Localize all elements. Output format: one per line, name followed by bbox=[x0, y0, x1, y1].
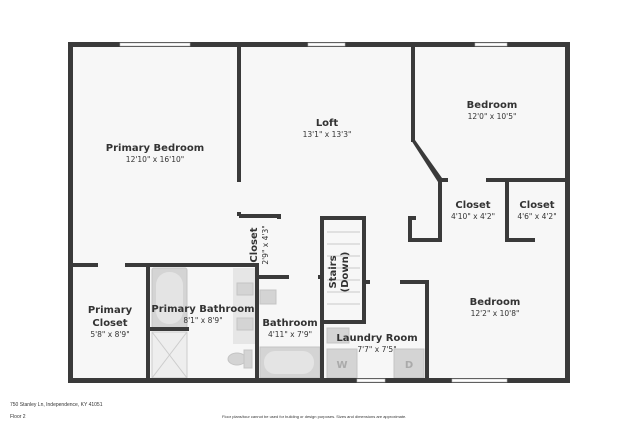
bathtub-basin bbox=[156, 272, 183, 324]
room-dimensions: 12'0" x 10'5" bbox=[468, 112, 517, 121]
room-dimensions: 4'10" x 4'2" bbox=[451, 212, 495, 221]
room-name: Closet bbox=[519, 200, 554, 211]
disclaimer: Floor plans/tour cannot be used for buil… bbox=[222, 414, 407, 419]
utility-sink bbox=[326, 327, 350, 344]
washer bbox=[326, 348, 358, 379]
room-name: Primary bbox=[88, 305, 133, 316]
room-name: Bedroom bbox=[467, 100, 518, 111]
room-dimensions: 13'1" x 13'3" bbox=[303, 130, 352, 139]
windows bbox=[119, 42, 508, 383]
vanity bbox=[233, 268, 257, 344]
stair-treads bbox=[327, 231, 360, 305]
room-name: Bathroom bbox=[262, 318, 317, 329]
washer-label: W bbox=[336, 360, 347, 371]
address: 750 Stanley Ln, Independence, KY 41051 bbox=[10, 402, 103, 408]
room-name: Closet bbox=[92, 318, 127, 329]
room-name: Closet bbox=[249, 227, 260, 262]
toilet bbox=[227, 352, 247, 366]
floor-label: Floor 2 bbox=[10, 414, 26, 420]
room-dimensions: 12'2" x 10'8" bbox=[471, 309, 520, 318]
room-dimensions: 12'10" x 16'10" bbox=[126, 155, 184, 164]
fixtures: W D bbox=[151, 231, 425, 379]
toilet-tank bbox=[243, 349, 253, 369]
room-dimensions: 4'6" x 4'2" bbox=[517, 212, 556, 221]
room-name: Primary Bedroom bbox=[106, 143, 204, 154]
room-dimensions: 2'9" x 4'3" bbox=[261, 225, 270, 264]
stairs-direction: (Down) bbox=[340, 252, 351, 293]
room-name: Bedroom bbox=[470, 297, 521, 308]
room-dimensions: 7'7" x 7'5" bbox=[357, 345, 396, 354]
room-dimensions: 4'11" x 7'9" bbox=[268, 330, 312, 339]
sink bbox=[236, 282, 254, 296]
room-dimensions: 5'8" x 8'9" bbox=[90, 330, 129, 339]
sink bbox=[236, 317, 254, 331]
room-name: Laundry Room bbox=[336, 333, 417, 344]
room-name: Loft bbox=[316, 118, 339, 129]
dryer bbox=[393, 348, 425, 379]
room-name: Closet bbox=[455, 200, 490, 211]
room-name: Stairs bbox=[328, 255, 339, 288]
dryer-label: D bbox=[405, 360, 413, 371]
room-name: Primary Bathroom bbox=[151, 304, 254, 315]
room-dimensions: 8'1" x 8'9" bbox=[183, 316, 222, 325]
sink bbox=[259, 289, 277, 305]
